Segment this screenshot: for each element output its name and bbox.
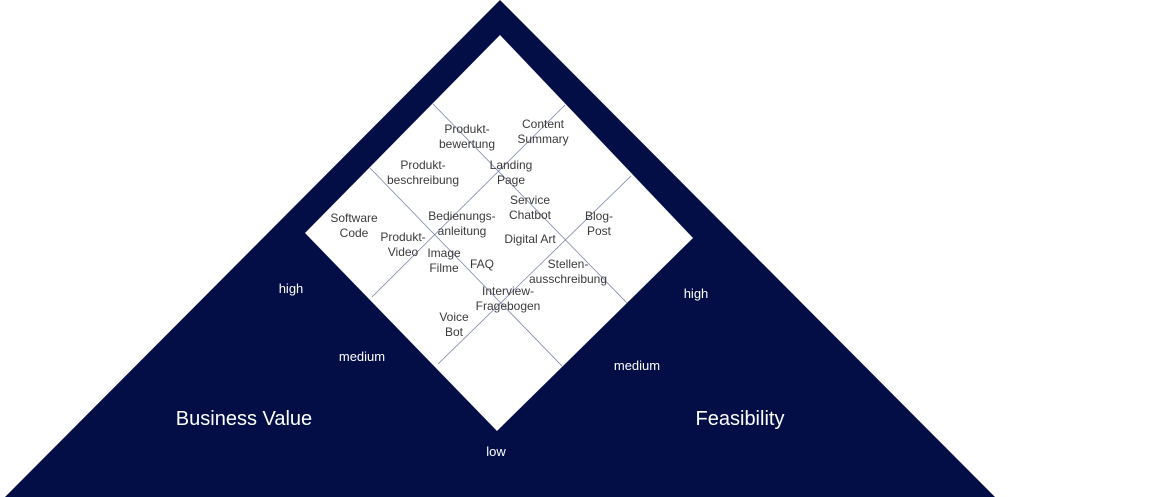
grid-lines — [369, 103, 632, 367]
item-line: Content — [522, 117, 565, 131]
right-medium-label: medium — [614, 358, 660, 373]
item-interview-fragebogen: Interview-Fragebogen — [476, 284, 541, 313]
item-line: Code — [340, 226, 369, 240]
item-stellenausschreibung: Stellen-ausschreibung — [529, 257, 607, 286]
axis-labels: high medium Business Value high medium F… — [176, 281, 785, 459]
item-line: Service — [510, 193, 550, 207]
bottom-low-label: low — [486, 444, 506, 459]
item-line: Chatbot — [509, 208, 552, 222]
item-bedienungsanleitung: Bedienungs-anleitung — [428, 209, 495, 238]
item-line: Video — [388, 245, 419, 259]
item-blog-post: Blog-Post — [585, 209, 613, 238]
item-line: Produkt- — [380, 230, 425, 244]
item-line: Voice — [439, 310, 469, 324]
item-line: bewertung — [439, 137, 495, 151]
item-line: Produkt- — [444, 122, 489, 136]
item-line: Interview- — [482, 284, 534, 298]
item-line: Summary — [517, 132, 568, 146]
item-line: FAQ — [470, 257, 494, 271]
left-medium-label: medium — [339, 349, 385, 364]
item-line: Filme — [429, 261, 459, 275]
grid-line-high-value — [371, 104, 566, 298]
item-line: Bot — [445, 325, 464, 339]
grid-line-medium-value — [437, 175, 632, 365]
item-line: Fragebogen — [476, 299, 541, 313]
item-line: Software — [330, 211, 378, 225]
item-line: ausschreibung — [529, 272, 607, 286]
left-axis-title: Business Value — [176, 408, 312, 430]
item-line: Digital Art — [504, 232, 556, 246]
right-high-label: high — [684, 286, 709, 301]
item-line: Page — [497, 173, 525, 187]
item-line: Produkt- — [400, 158, 445, 172]
item-line: beschreibung — [387, 173, 459, 187]
item-produktbewertung: Produkt-bewertung — [439, 122, 495, 151]
item-line: Post — [587, 224, 612, 238]
item-line: Landing — [490, 158, 533, 172]
inner-diamond — [305, 35, 693, 431]
item-line: anleitung — [438, 224, 487, 238]
item-line: Image — [427, 246, 461, 260]
item-produkt-video: Produkt-Video — [380, 230, 425, 259]
grid-line-high-feasibility — [432, 103, 628, 304]
grid-line-medium-feasibility — [369, 167, 563, 367]
left-high-label: high — [279, 281, 304, 296]
item-line: Blog- — [585, 209, 613, 223]
item-line: Stellen- — [548, 257, 589, 271]
item-produktbeschreibung: Produkt-beschreibung — [387, 158, 459, 187]
item-digital-art: Digital Art — [504, 232, 556, 246]
item-faq: FAQ — [470, 257, 494, 271]
right-axis-title: Feasibility — [696, 408, 785, 430]
item-line: Bedienungs- — [428, 209, 495, 223]
